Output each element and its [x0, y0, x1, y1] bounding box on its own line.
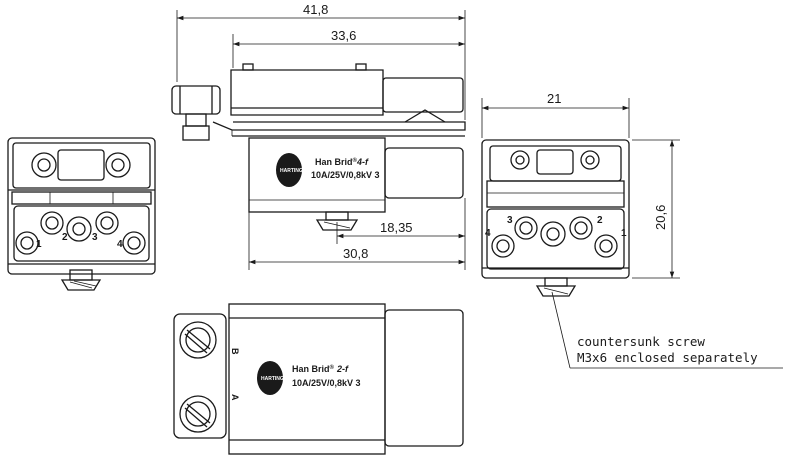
svg-text:HARTING: HARTING: [261, 376, 284, 382]
harting-logo-side: HARTING: [276, 153, 303, 187]
dim-body-length: 33,6: [331, 28, 356, 43]
dim-overall-length: 41,8: [303, 2, 328, 17]
note-line-1: countersunk screw: [577, 334, 705, 349]
marking-a: A: [230, 394, 240, 401]
left-end-view: 1 2 3 4: [7, 137, 156, 291]
note-line-2: M3x6 enclosed separately: [577, 350, 758, 365]
top-label-name: Han Brid: [292, 364, 330, 374]
svg-text:HARTING: HARTING: [280, 168, 303, 174]
dimension-lines: 41,8 33,6 21 20,6 18,35 30,8: [176, 2, 680, 279]
harting-logo-top: HARTING: [257, 361, 284, 395]
svg-text:Han Brid®2-f: Han Brid®2-f: [292, 364, 349, 374]
left-pin-label: 3: [92, 232, 98, 243]
left-pin-label: 1: [36, 239, 42, 250]
dim-base-length: 30,8: [343, 246, 368, 261]
right-end-view: 4 3 2 1: [481, 139, 630, 297]
side-label-name: Han Brid: [315, 157, 353, 167]
left-pin-label: 4: [117, 239, 123, 250]
side-label-rating: 10A/25V/0,8kV 3: [311, 170, 380, 180]
right-pin-label: 1: [621, 228, 627, 239]
side-view: HARTING Han Brid®4-f 10A/25V/0,8kV 3: [171, 63, 466, 231]
left-pin-label: 2: [62, 232, 68, 243]
right-pin-label: 3: [507, 215, 513, 226]
dim-width: 21: [547, 91, 561, 106]
dim-pin-offset: 18,35: [380, 220, 413, 235]
top-view: B A HARTING Han Brid®2-f 10A/25V/0,8kV 3: [173, 303, 464, 455]
right-pin-label: 4: [485, 228, 491, 239]
top-label-rating: 10A/25V/0,8kV 3: [292, 378, 361, 388]
marking-b: B: [230, 348, 240, 355]
screw-note: countersunk screw M3x6 enclosed separate…: [551, 291, 783, 369]
dim-height: 20,6: [653, 205, 668, 230]
right-pin-label: 2: [597, 215, 603, 226]
svg-text:Han Brid®4-f: Han Brid®4-f: [315, 157, 369, 167]
